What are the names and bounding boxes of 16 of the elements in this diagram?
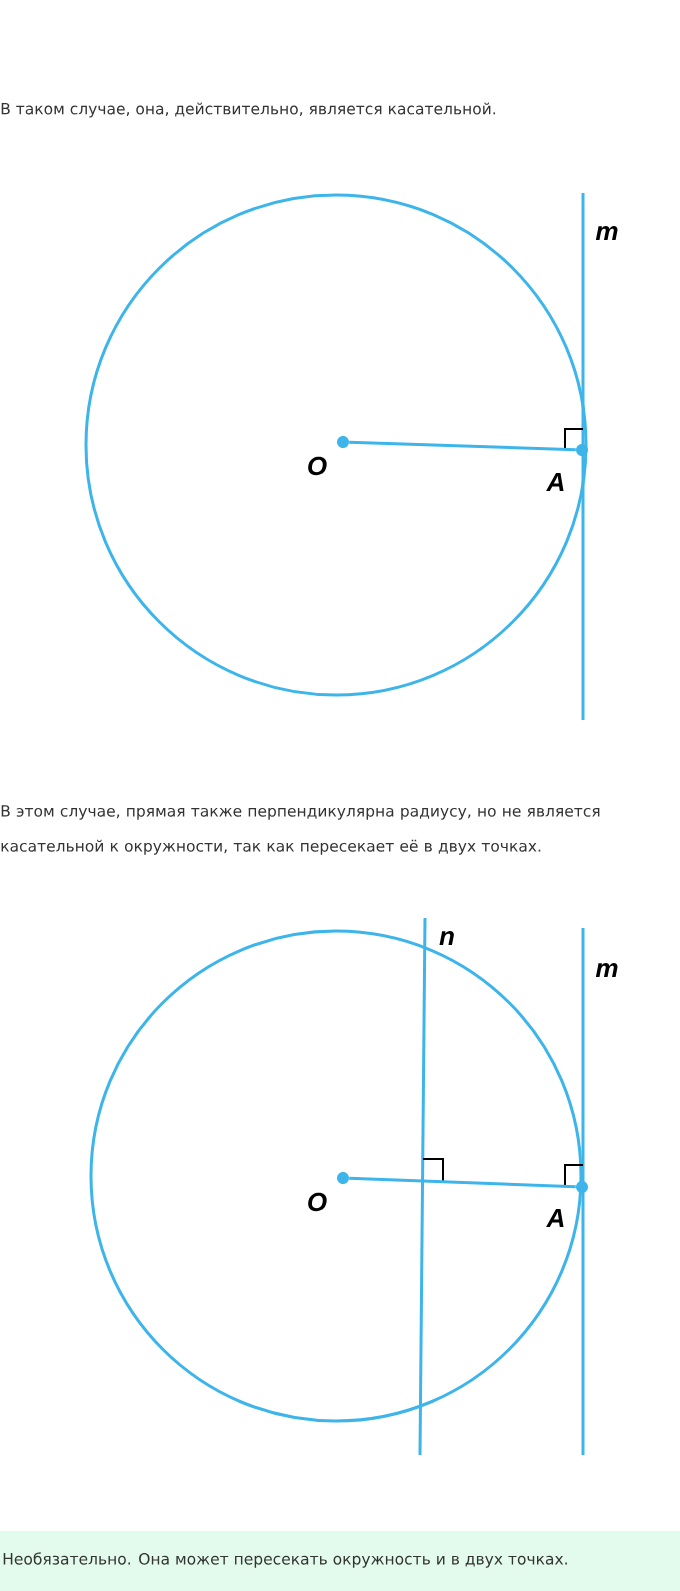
line-label: n xyxy=(439,931,454,945)
point xyxy=(576,444,588,456)
point xyxy=(337,1172,349,1184)
point-label: A xyxy=(546,1209,564,1227)
point-label: O xyxy=(308,456,327,476)
radius-segment xyxy=(349,440,576,452)
point-label: A xyxy=(546,473,564,491)
text-paragraph: В таком случае, она, действительно, является касательной. xyxy=(1,102,496,118)
point xyxy=(337,436,349,448)
point-label: O xyxy=(308,1192,327,1212)
line-label: m xyxy=(595,963,618,977)
point xyxy=(576,1181,588,1193)
text-paragraph: В этом случае, прямая также перпендикулярна радиусу, но не является касательной к окружности, так как пересекает её в двух точках. xyxy=(1,805,600,855)
radius-segment xyxy=(349,1176,576,1189)
line-label: m xyxy=(595,226,618,240)
answer-band: Необязательно. Она может пересекать окружность и в двух точках. xyxy=(0,1531,680,1591)
